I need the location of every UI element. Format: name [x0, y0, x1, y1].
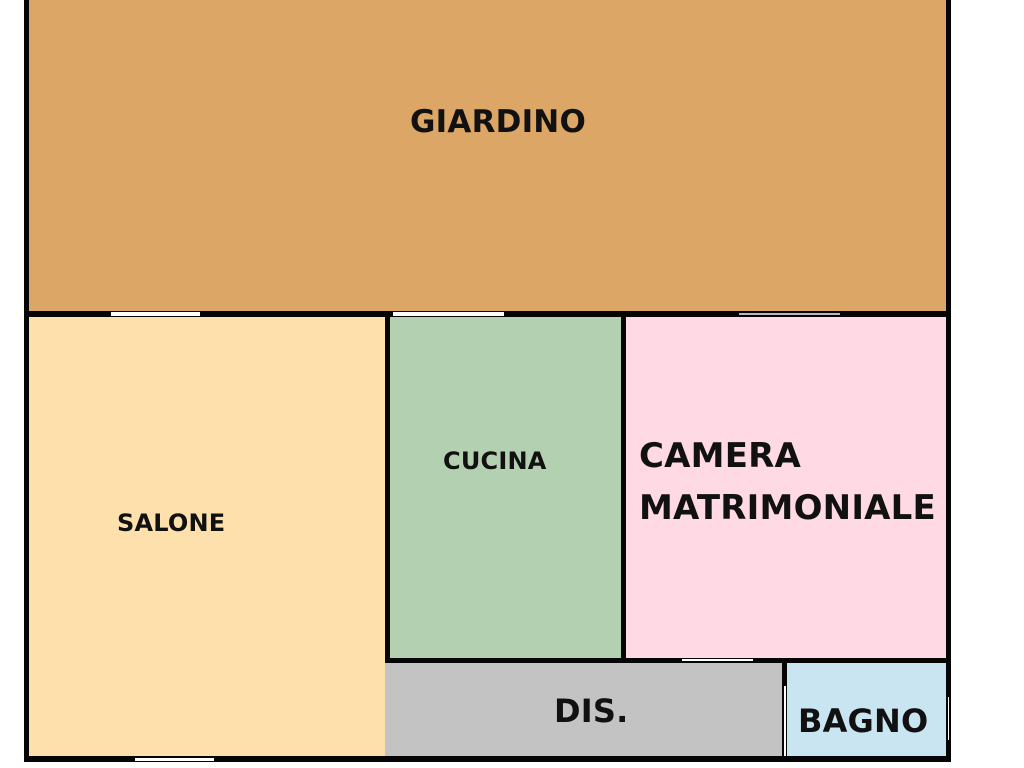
wall-above-disimpegno [385, 658, 951, 663]
wall-outer-left [24, 0, 29, 762]
wall-salone-cucina [385, 311, 390, 663]
room-camera-matrimoniale: CAMERA MATRIMONIALE [626, 317, 946, 658]
wall-outer-bottom [24, 756, 951, 762]
room-giardino: GIARDINO [29, 0, 946, 311]
window-salone-garden [111, 312, 200, 316]
label-salone: SALONE [117, 509, 226, 537]
room-cucina: CUCINA [390, 317, 621, 658]
door-bagno [784, 686, 786, 756]
room-bagno: BAGNO [787, 663, 946, 756]
window-salone-bottom [135, 758, 214, 761]
window-bagno [948, 697, 949, 740]
room-disimpegno: DIS. [385, 663, 782, 756]
label-camera-line2: MATRIMONIALE [639, 488, 936, 528]
label-bagno: BAGNO [798, 702, 929, 740]
window-camera-garden [739, 313, 840, 315]
wall-outer-right [946, 0, 951, 762]
label-disimpegno: DIS. [554, 692, 629, 730]
door-camera-disimpegno [682, 659, 753, 661]
room-salone: SALONE [29, 317, 385, 756]
label-giardino: GIARDINO [410, 104, 587, 140]
label-cucina: CUCINA [443, 447, 547, 475]
label-camera-line1: CAMERA [639, 436, 802, 476]
window-cucina-garden [393, 312, 504, 316]
wall-cucina-camera [621, 311, 626, 663]
